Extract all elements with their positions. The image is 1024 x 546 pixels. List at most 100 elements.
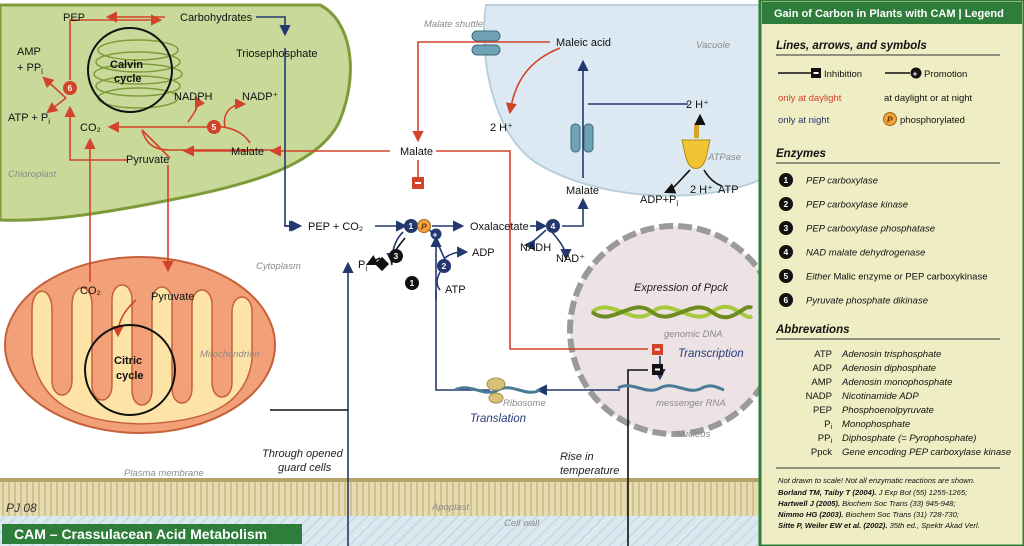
svg-text:Pyruvate phosphate dikinase: Pyruvate phosphate dikinase	[806, 296, 928, 307]
amp-label: AMP	[17, 46, 41, 58]
svg-text:1: 1	[784, 175, 789, 185]
malate-shuttle-transporter	[471, 30, 501, 56]
carbohydrates: Carbohydrates	[180, 12, 253, 24]
mitochondrion-label: Mitochondrion	[200, 349, 260, 360]
plasma-membrane-line	[0, 478, 760, 482]
mrna-strand	[617, 384, 725, 392]
svg-text:Nicotinamide ADP: Nicotinamide ADP	[842, 391, 919, 402]
svg-text:5: 5	[212, 122, 217, 132]
legend-header: Gain of Carbon in Plants with CAM | Lege…	[774, 8, 1004, 20]
cell-wall-label: Cell wall	[504, 518, 540, 529]
svg-text:Phosphoenolpyruvate: Phosphoenolpyruvate	[842, 405, 934, 416]
svg-text:Either Malic enzyme or PEP car: Either Malic enzyme or PEP carboxykinase	[806, 272, 987, 283]
page-title: CAM – Crassulacean Acid Metabolism	[14, 526, 267, 542]
svg-text:Pi: Pi	[824, 419, 832, 431]
atp-pi-label: ATP + Pi	[8, 112, 50, 126]
signature: PJ 08	[6, 501, 37, 515]
pep-co2: PEP + CO₂	[308, 221, 363, 233]
atp-cyto: ATP	[445, 284, 466, 296]
svg-text:ADP: ADP	[812, 363, 832, 374]
legend-panel	[758, 0, 1024, 546]
legend-reference-list: Borland TM, Taiby T (2004). J Exp Bot (5…	[778, 488, 980, 530]
citric-cycle-ring	[84, 324, 176, 416]
svg-text:2: 2	[784, 199, 789, 209]
oxalacetate: Oxalacetate	[470, 221, 529, 233]
malate-chloro: Malate	[231, 146, 264, 158]
pyruvate-chloro: Pyruvate	[126, 154, 169, 166]
legend-abbrev-row: Ppck Gene encoding PEP carboxylase kinase	[811, 447, 1011, 458]
nadp-label: NADP⁺	[242, 91, 279, 103]
enzyme-markers: 6 5 1 2 3 1 4 P	[63, 81, 560, 290]
svg-text:+: +	[913, 69, 918, 79]
svg-text:PEP carboxylase phosphatase: PEP carboxylase phosphatase	[806, 224, 935, 235]
nucleus-label: Nucleus	[676, 429, 711, 440]
legend-header-bar	[762, 2, 1022, 24]
co2-chloro: CO₂	[80, 122, 101, 134]
co2-mito: CO₂	[80, 285, 101, 297]
svg-text:3: 3	[394, 251, 399, 261]
h-atpase: 2 H⁺	[690, 184, 713, 196]
malate-cyto: Malate	[400, 146, 433, 158]
svg-text:3: 3	[784, 223, 789, 233]
temp-label-2: temperature	[560, 465, 619, 477]
guard-cells-1: Through opened	[262, 448, 344, 460]
legend-note: Not drawn to scale! Not all enzymatic re…	[778, 476, 975, 485]
mitochondrion	[4, 256, 276, 434]
atpase-label: ATPase	[707, 152, 741, 163]
h-vacuole: 2 H⁺	[490, 122, 513, 134]
svg-text:PPi: PPi	[818, 433, 833, 445]
nadh: NADH	[520, 242, 551, 254]
malate-tonoplast: Malate	[566, 185, 599, 197]
pyruvate-mito: Pyruvate	[151, 291, 194, 303]
svg-text:NADP: NADP	[806, 391, 832, 402]
svg-text:PEP carboxylase kinase: PEP carboxylase kinase	[806, 200, 908, 211]
legend-enzymes-heading: Enzymes	[776, 148, 826, 160]
thylakoid-stack	[93, 39, 183, 109]
legend-promotion: + Promotion	[885, 67, 967, 80]
legend-abbrev-heading: Abbrevations	[775, 324, 850, 336]
adp-cyto: ADP	[472, 247, 495, 259]
vacuole-label: Vacuole	[696, 40, 730, 51]
nad: NAD⁺	[556, 253, 585, 265]
legend-abbrev-row: NADP Nicotinamide ADP	[806, 391, 920, 402]
expression-label: Expression of Ppck	[634, 282, 729, 294]
legend-enzyme-2: 2 PEP carboxylase kinase	[779, 197, 908, 211]
atp-atpase: ATP	[718, 184, 739, 196]
malate-shuttle-label: Malate shuttle	[424, 19, 483, 30]
cell-wall-band	[0, 480, 760, 516]
svg-text:Ppck: Ppck	[811, 447, 832, 458]
genomic-dna-label: genomic DNA	[664, 329, 723, 340]
legend-enzyme-3: 3 PEP carboxylase phosphatase	[779, 221, 935, 235]
chloroplast	[0, 3, 352, 222]
adp-pi-atpase: ADP+Pi	[640, 194, 678, 208]
svg-text:P: P	[887, 115, 893, 125]
translation-label: Translation	[470, 413, 526, 425]
tonoplast-channel	[570, 123, 594, 153]
legend-lines-heading: Lines, arrows, and symbols	[776, 40, 927, 52]
ribosome-label: Ribosome	[503, 398, 546, 409]
svg-text:1: 1	[410, 278, 415, 288]
h-cyto-top: 2 H⁺	[686, 99, 709, 111]
regulation-symbols: +	[374, 177, 663, 375]
cytoplasm-label: Cytoplasm	[256, 261, 301, 272]
legend-reference: Sitte P, Weiler EW et al. (2002). 35th e…	[778, 521, 980, 530]
maleic-acid: Maleic acid	[556, 37, 611, 49]
svg-text:Gene encoding PEP carboxylase: Gene encoding PEP carboxylase kinase	[842, 447, 1011, 458]
legend-inhibition: Inhibition	[778, 68, 862, 80]
plasma-membrane-label: Plasma membrane	[124, 468, 204, 479]
svg-text:Inhibition: Inhibition	[824, 69, 862, 80]
svg-text:ATP: ATP	[814, 349, 832, 360]
phospho-p: P	[421, 222, 427, 232]
svg-text:Adenosin diphosphate: Adenosin diphosphate	[841, 363, 936, 374]
messenger-rna-label: messenger RNA	[656, 398, 726, 409]
pep-chloro: PEP	[63, 12, 85, 24]
svg-text:6: 6	[68, 83, 73, 93]
svg-text:Monophosphate: Monophosphate	[842, 419, 910, 430]
guard-cells-2: guard cells	[278, 462, 332, 474]
